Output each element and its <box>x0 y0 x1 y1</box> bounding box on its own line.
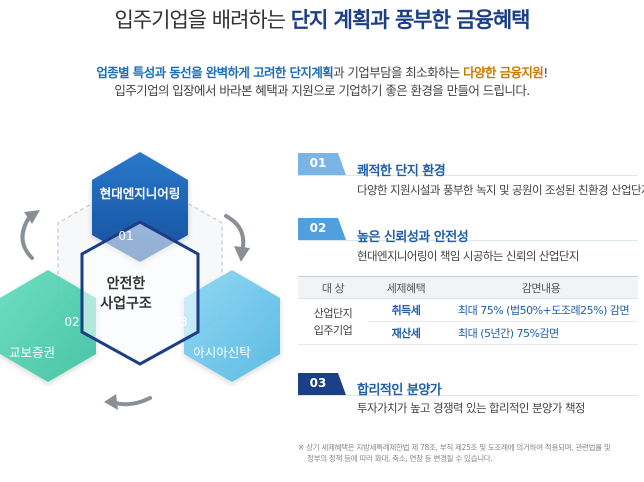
title-plain: 입주기업을 배려하는 <box>114 8 286 32</box>
section-num: 02 <box>309 221 327 235</box>
section-divider <box>298 395 638 396</box>
tax-kind: 재산세 <box>368 321 444 345</box>
arrowhead-right <box>234 246 250 262</box>
subtitle-end: ! <box>543 65 548 80</box>
business-structure-diagram: 현대엔지니어링 01 안전한 사업구조 02 교보증권 03 아시아신탁 <box>0 152 280 410</box>
section-divider <box>298 240 638 241</box>
subtitle-emphasis-2: 다양한 금융지원 <box>463 65 544 80</box>
table-header-row: 대 상 세제혜택 감면내용 <box>298 276 638 299</box>
section-divider <box>298 175 638 176</box>
section-desc-03: 투자가치가 높고 경쟁력 있는 합리적인 분양가 책정 <box>357 401 586 415</box>
table-row: 산업단지 입주기업 취득세 최대 75% (법50%+도조례25%) 감면 <box>298 298 638 345</box>
section-title-02: 높은 신뢰성과 안전성 <box>357 230 469 245</box>
section-title-01: 쾌적한 단지 환경 <box>357 164 446 179</box>
tax-content: 최대 (5년간) 75%감면 <box>444 321 638 345</box>
center-hexagon <box>80 220 200 366</box>
page-title: 입주기업을 배려하는 단지 계획과 풍부한 금융혜택 <box>0 4 644 34</box>
table-row: 재산세 최대 (5년간) 75%감면 <box>298 321 638 345</box>
table-header: 대 상 <box>298 276 368 299</box>
tax-content: 최대 75% (법50%+도조례25%) 감면 <box>444 298 638 322</box>
curved-arrow-icon <box>110 396 152 407</box>
top-num: 01 <box>118 229 133 243</box>
curved-arrow-icon <box>20 214 34 260</box>
hexagon-left <box>0 270 96 382</box>
arrowhead-bottom <box>104 394 118 410</box>
subtitle-middle: 과 기업부담을 최소화하는 <box>333 65 460 80</box>
section-badge-03: 03 <box>298 373 346 395</box>
section-desc-02: 현대엔지니어링이 책임 시공하는 신뢰의 산업단지 <box>357 249 579 263</box>
section-num: 03 <box>309 376 327 390</box>
subtitle-line-2: 입주기업의 입장에서 바라본 혜택과 지원으로 기업하기 좋은 환경을 만들어 … <box>114 83 530 98</box>
center-label-2: 사업구조 <box>100 296 152 312</box>
target-line-2: 입주기업 <box>313 323 353 337</box>
section-num: 01 <box>309 156 327 170</box>
left-num: 02 <box>64 315 79 329</box>
target-cell: 산업단지 입주기업 <box>298 298 368 345</box>
arrowhead-left-top <box>24 210 40 224</box>
target-line-1: 산업단지 <box>313 306 353 320</box>
tax-kind: 취득세 <box>368 298 444 322</box>
center-label-1: 안전한 <box>107 275 146 292</box>
title-highlight: 단지 계획과 풍부한 금융혜택 <box>290 8 531 32</box>
section-badge-01: 01 <box>298 153 346 175</box>
hexagon-right <box>184 270 280 382</box>
subtitle-line-1: 업종별 특성과 동선을 완벽하게 고려한 단지계획과 기업부담을 최소화하는 다… <box>0 62 644 81</box>
footnote-line-1: ※ 상기 세제혜택은 지방세특례제한법 제 78조, 부칙 제25조 및 도조례… <box>298 443 611 452</box>
footnote: ※ 상기 세제혜택은 지방세특례제한법 제 78조, 부칙 제25조 및 도조례… <box>298 442 638 464</box>
top-label: 현대엔지니어링 <box>100 186 181 201</box>
right-label: 아시아신탁 <box>193 345 251 360</box>
subtitle-emphasis-1: 업종별 특성과 동선을 완벽하게 고려한 단지계획 <box>96 65 334 80</box>
table-header: 세제혜택 <box>368 276 444 299</box>
section-title-03: 합리적인 분양가 <box>357 383 442 398</box>
table-header: 감면내용 <box>444 276 638 299</box>
section-badge-02: 02 <box>298 218 346 240</box>
tax-benefit-table: 대 상 세제혜택 감면내용 산업단지 입주기업 취득세 최대 75% (법50%… <box>298 276 638 345</box>
right-num: 03 <box>172 315 187 329</box>
left-label: 교보증권 <box>9 345 55 360</box>
section-desc-01: 다양한 지원시설과 풍부한 녹지 및 공원이 조성된 친환경 산업단지 <box>357 183 644 197</box>
footnote-line-2: 정부의 정책 등에 따라 확대, 축소, 연장 등 변경될 수 있습니다. <box>307 454 493 463</box>
